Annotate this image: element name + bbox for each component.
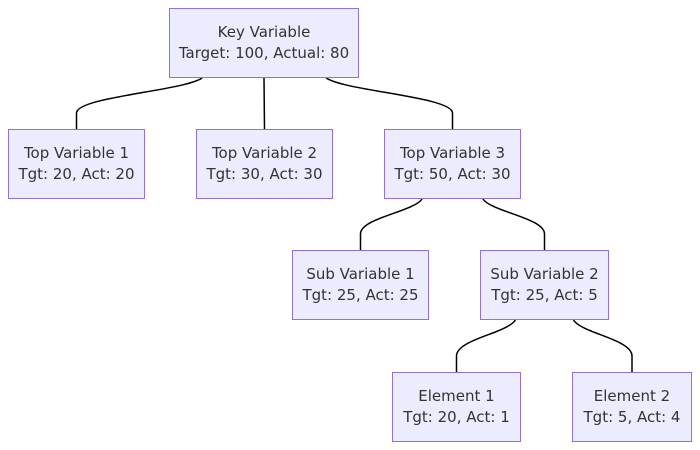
node-title: Sub Variable 2: [490, 265, 599, 283]
node-title: Top Variable 1: [23, 144, 130, 162]
node-values: Tgt: 25, Act: 5: [491, 286, 598, 304]
node-title: Key Variable: [217, 23, 311, 41]
edge-key-top3: [325, 77, 454, 129]
node-title: Element 1: [418, 387, 495, 405]
node-top-variable-1: Top Variable 1 Tgt: 20, Act: 20: [8, 129, 145, 199]
node-top-variable-2: Top Variable 2 Tgt: 30, Act: 30: [196, 129, 333, 199]
node-values: Target: 100, Actual: 80: [178, 44, 350, 62]
edge-top3-sub1: [359, 198, 423, 250]
node-values: Tgt: 5, Act: 4: [583, 408, 681, 426]
node-top-variable-3: Top Variable 3 Tgt: 50, Act: 30: [384, 129, 521, 199]
node-title: Top Variable 2: [211, 144, 318, 162]
edge-key-top1: [75, 77, 203, 129]
node-element-1: Element 1 Tgt: 20, Act: 1: [392, 372, 521, 442]
node-title: Element 2: [593, 387, 671, 405]
node-values: Tgt: 50, Act: 30: [394, 165, 511, 183]
node-values: Tgt: 20, Act: 20: [18, 165, 135, 183]
edge-sub2-elem2: [572, 319, 633, 372]
edge-key-top2: [263, 77, 266, 130]
edge-sub2-elem1: [455, 319, 517, 372]
node-values: Tgt: 30, Act: 30: [206, 165, 323, 183]
node-title: Top Variable 3: [399, 144, 506, 162]
node-values: Tgt: 25, Act: 25: [302, 286, 419, 304]
edge-top3-sub2: [482, 198, 546, 250]
node-sub-variable-1: Sub Variable 1 Tgt: 25, Act: 25: [292, 250, 429, 320]
node-values: Tgt: 20, Act: 1: [403, 408, 510, 426]
node-element-2: Element 2 Tgt: 5, Act: 4: [572, 372, 692, 442]
node-title: Sub Variable 1: [306, 265, 415, 283]
node-sub-variable-2: Sub Variable 2 Tgt: 25, Act: 5: [480, 250, 609, 320]
node-key-variable: Key Variable Target: 100, Actual: 80: [169, 8, 359, 78]
